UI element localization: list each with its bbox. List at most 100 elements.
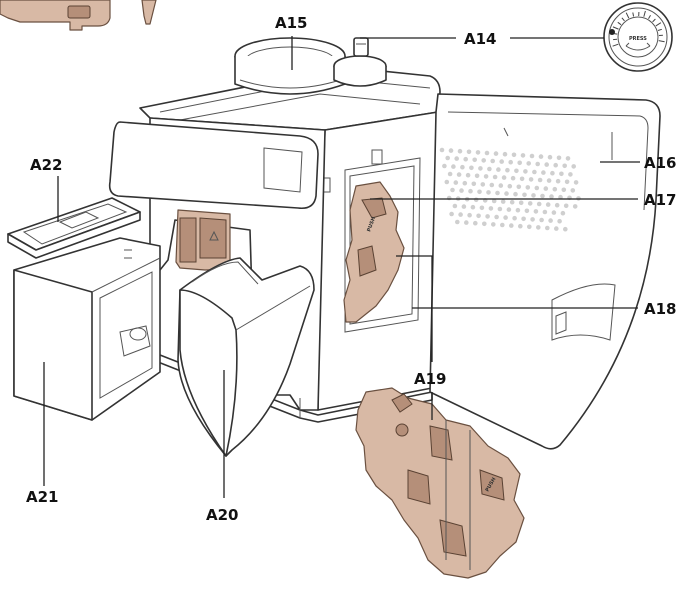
vent-hole	[562, 188, 567, 193]
vent-hole	[565, 180, 570, 185]
vent-hole	[486, 190, 491, 195]
vent-hole	[464, 220, 469, 225]
vent-hole	[537, 202, 542, 207]
vent-hole	[532, 170, 537, 175]
vent-hole	[489, 206, 494, 211]
grind-setting-knob-inset: PRESS	[604, 3, 672, 71]
vent-hole	[536, 225, 541, 230]
vent-hole	[494, 151, 499, 156]
vent-hole	[557, 219, 562, 224]
vent-hole	[553, 163, 558, 168]
vent-hole	[499, 159, 504, 164]
vent-hole	[469, 166, 474, 171]
vent-hole	[529, 177, 534, 182]
vent-hole	[450, 188, 455, 193]
vent-hole	[511, 176, 516, 181]
vent-hole	[574, 180, 579, 185]
vent-hole	[485, 214, 490, 219]
vent-hole	[476, 214, 481, 219]
vent-hole	[453, 204, 458, 209]
vent-hole	[557, 156, 562, 161]
vent-hole	[522, 193, 527, 198]
vent-hole	[552, 210, 557, 215]
vent-hole	[475, 174, 480, 179]
vent-hole	[472, 182, 477, 187]
vent-hole	[455, 220, 460, 225]
water-tank	[14, 238, 160, 420]
vent-hole	[500, 223, 505, 228]
vent-hole	[571, 164, 576, 169]
vent-hole	[516, 208, 521, 213]
vent-hole	[474, 198, 479, 203]
vent-hole	[482, 222, 487, 227]
vent-hole	[517, 185, 522, 190]
label-a15: A15	[275, 14, 307, 32]
vent-hole	[478, 166, 483, 171]
vent-hole	[555, 203, 560, 208]
bean-hopper	[235, 38, 386, 94]
vent-hole	[463, 181, 468, 186]
vent-hole	[556, 179, 561, 184]
knob-text: PRESS	[629, 36, 647, 42]
vent-hole	[538, 178, 543, 183]
vent-hole	[480, 206, 485, 211]
vent-hole	[494, 215, 499, 220]
vent-hole	[490, 183, 495, 188]
vent-hole	[534, 209, 539, 214]
vent-hole	[544, 162, 549, 167]
vent-hole	[502, 175, 507, 180]
vent-hole	[531, 193, 536, 198]
vent-hole	[445, 156, 450, 161]
vent-hole	[445, 180, 450, 185]
coffee-spout	[176, 210, 230, 270]
vent-hole	[559, 172, 564, 177]
label-a14: A14	[464, 30, 496, 48]
vent-hole	[545, 226, 550, 231]
vent-hole	[467, 150, 472, 155]
vent-hole	[541, 170, 546, 175]
vent-hole	[521, 217, 526, 222]
vent-hole	[543, 210, 548, 215]
label-a18: A18	[644, 300, 676, 318]
vent-hole	[507, 207, 512, 212]
vent-hole	[528, 201, 533, 206]
vent-hole	[550, 171, 555, 176]
vent-hole	[512, 216, 517, 221]
vent-hole	[523, 169, 528, 174]
vent-hole	[495, 191, 500, 196]
control-panel	[110, 122, 318, 208]
label-a21: A21	[26, 488, 58, 506]
vent-hole	[440, 148, 445, 153]
vent-hole	[510, 200, 515, 205]
vent-hole	[471, 205, 476, 210]
vent-hole	[504, 191, 509, 196]
vent-hole	[491, 222, 496, 227]
vent-hole	[454, 156, 459, 161]
vent-hole	[568, 172, 573, 177]
label-a22: A22	[30, 156, 62, 174]
vent-hole	[535, 186, 540, 191]
label-a19: A19	[414, 370, 446, 388]
vent-hole	[526, 161, 531, 166]
vent-hole	[573, 204, 578, 209]
vent-hole	[472, 158, 477, 163]
vent-hole	[442, 164, 447, 169]
vent-hole	[571, 188, 576, 193]
vent-hole	[512, 153, 517, 158]
vent-hole	[564, 204, 569, 209]
vent-hole	[548, 218, 553, 223]
vent-hole	[457, 172, 462, 177]
vent-hole	[481, 182, 486, 187]
vent-hole	[449, 148, 454, 153]
vent-hole	[449, 212, 454, 217]
vent-hole	[544, 186, 549, 191]
vent-hole	[484, 174, 489, 179]
vent-hole	[514, 169, 519, 174]
vent-hole	[451, 164, 456, 169]
side-door	[430, 94, 660, 449]
vent-hole	[454, 180, 459, 185]
vent-hole	[554, 226, 559, 231]
vent-hole	[509, 223, 514, 228]
vent-hole	[526, 185, 531, 190]
